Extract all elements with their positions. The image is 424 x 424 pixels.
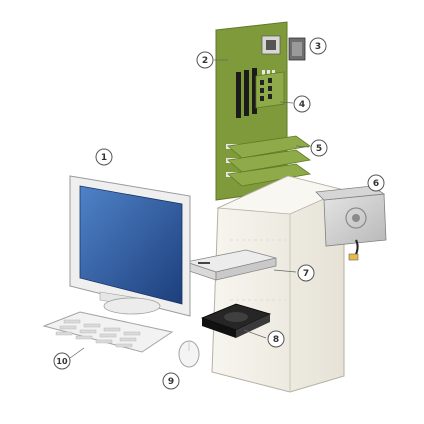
expansion-slot	[252, 68, 257, 114]
callout-number: 7	[303, 269, 309, 279]
ram-module	[255, 71, 285, 109]
hard-drive	[200, 303, 272, 338]
callout-5: 5	[310, 139, 328, 157]
callout-number: 4	[299, 100, 305, 110]
callout-number: 10	[56, 357, 68, 366]
callout-10: 10	[53, 352, 71, 370]
callout-number: 1	[101, 153, 107, 163]
callout-number: 5	[316, 144, 322, 154]
callout-7: 7	[297, 264, 315, 282]
callout-6: 6	[367, 174, 385, 192]
callout-8: 8	[267, 330, 285, 348]
cpu-chip	[288, 37, 306, 61]
callout-number: 3	[315, 42, 321, 52]
callout-4: 4	[293, 95, 311, 113]
computer-case	[211, 175, 346, 393]
mouse	[178, 340, 200, 368]
callout-3: 3	[309, 37, 327, 55]
callout-number: 9	[168, 377, 174, 387]
expansion-slot	[236, 72, 241, 118]
callout-number: 8	[273, 335, 279, 345]
expansion-cards	[227, 135, 312, 187]
callout-2: 2	[196, 51, 214, 69]
callout-number: 2	[202, 56, 208, 66]
callout-leaders	[69, 59, 310, 359]
keyboard	[42, 311, 174, 353]
callout-9: 9	[162, 372, 180, 390]
optical-drive	[184, 249, 277, 281]
expansion-slot	[244, 70, 249, 116]
callout-number: 6	[373, 179, 379, 189]
monitor	[69, 175, 191, 317]
callout-1: 1	[95, 148, 113, 166]
